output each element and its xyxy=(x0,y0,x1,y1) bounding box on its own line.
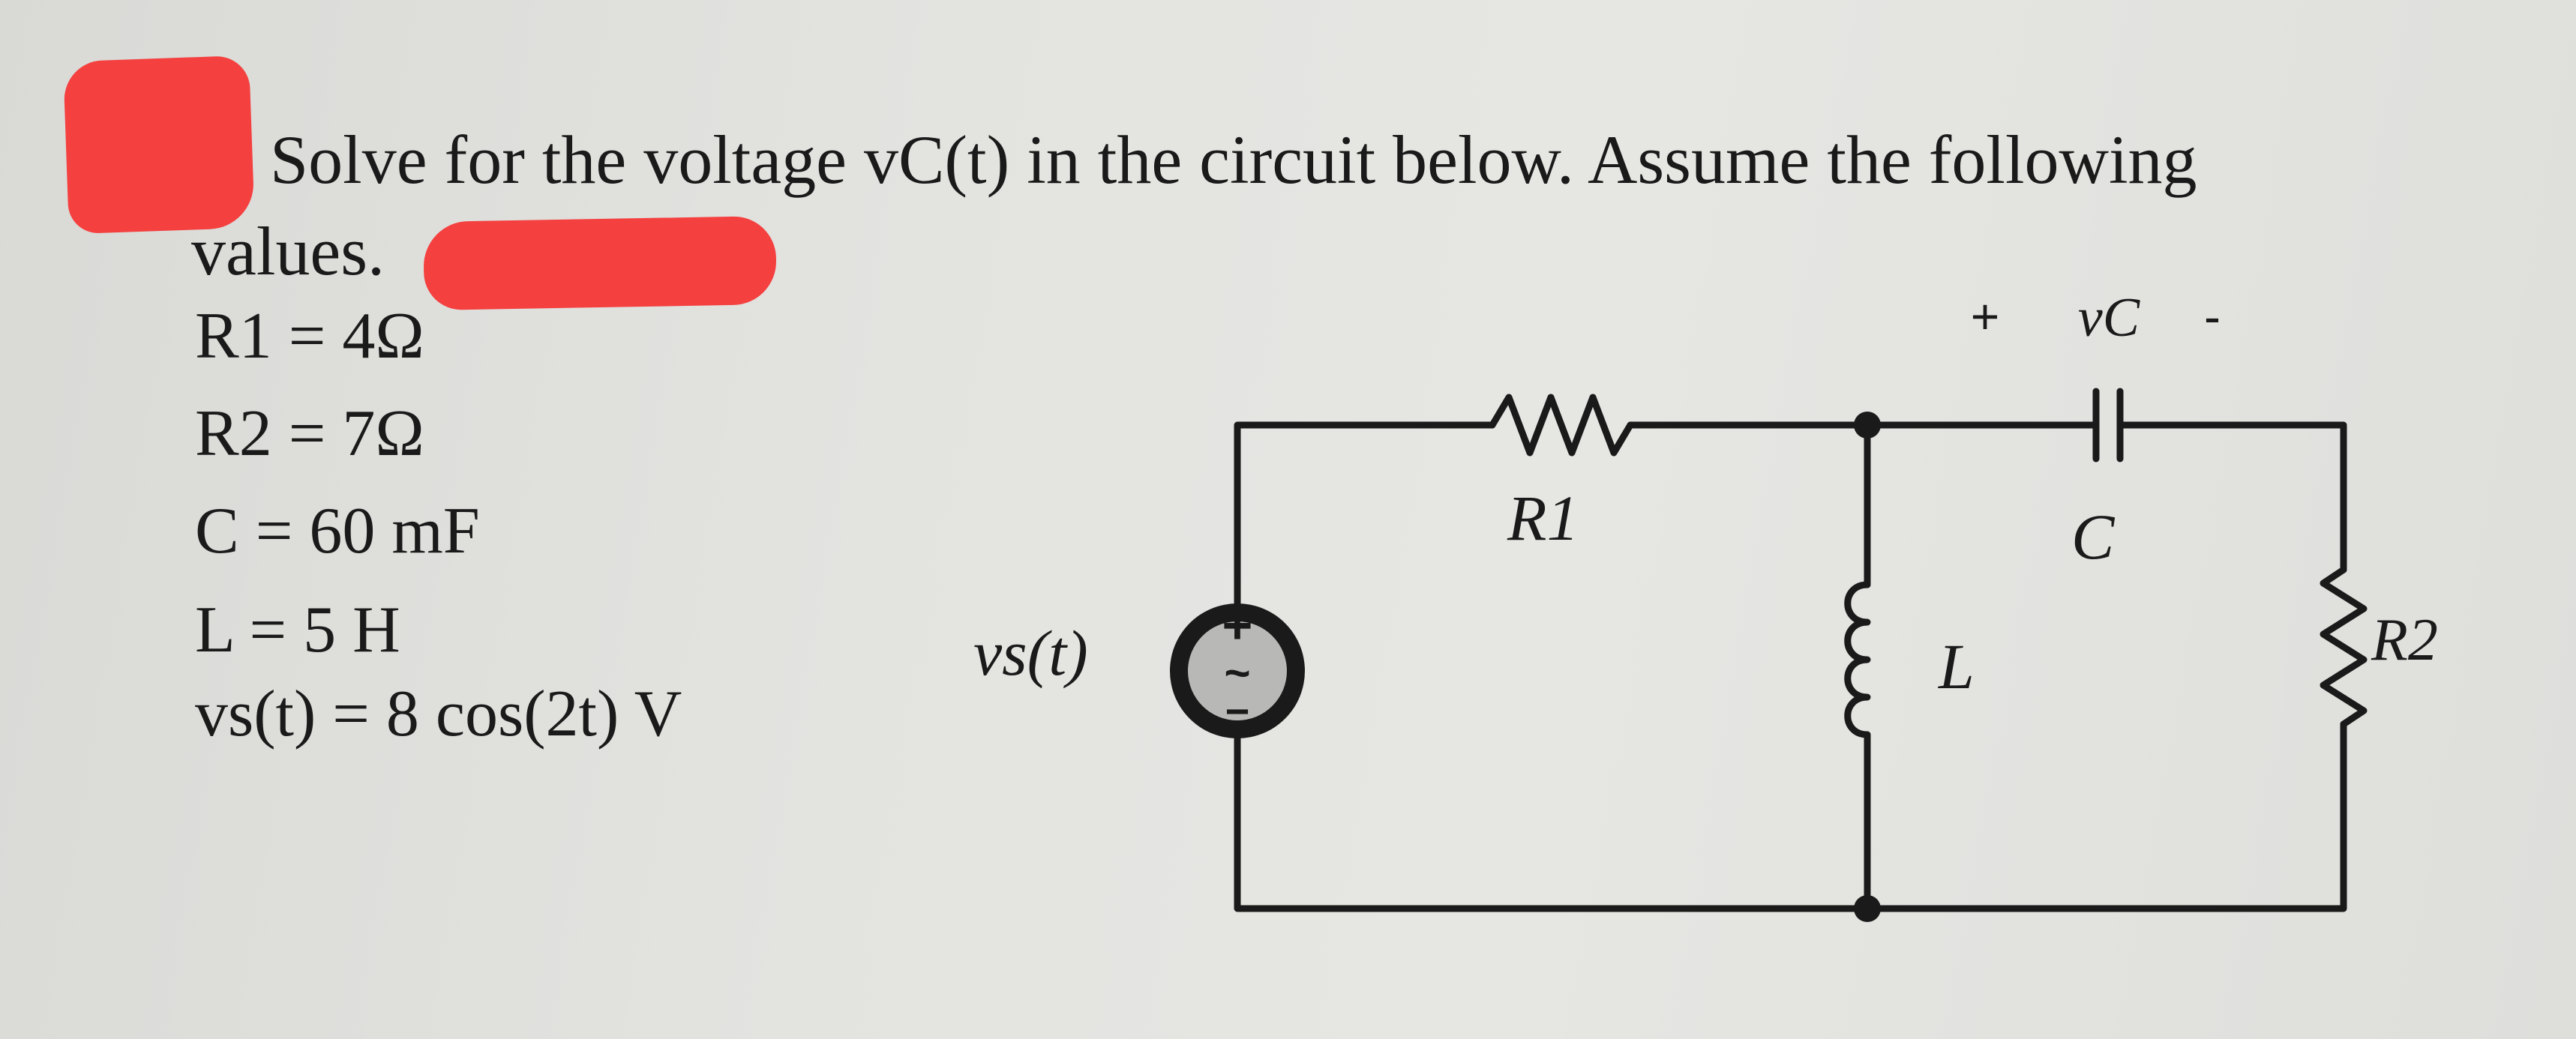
l-label: L xyxy=(1937,630,1975,702)
vc-plus-sign: + xyxy=(1971,289,2000,344)
source-tilde: ~ xyxy=(1224,648,1250,698)
voltage-source-icon xyxy=(1170,603,1305,738)
source-label: vs(t) xyxy=(973,617,1088,689)
node-dot-top xyxy=(1854,412,1881,439)
c-label: C xyxy=(2071,501,2116,573)
value-l: L = 5 H xyxy=(195,594,400,666)
vc-minus-sign: - xyxy=(2204,289,2221,344)
problem-statement-line-2: values. xyxy=(191,213,385,289)
value-r1: R1 = 4Ω xyxy=(195,300,424,373)
r1-label: R1 xyxy=(1507,482,1579,554)
problem-statement-line-1: Solve for the voltage vC(t) in the circu… xyxy=(270,121,2197,198)
value-vs: vs(t) = 8 cos(2t) V xyxy=(195,678,682,750)
wire-right-bottom xyxy=(1864,720,2347,912)
r1-resistor xyxy=(1489,394,1634,457)
r2-resistor xyxy=(2320,566,2368,728)
source-minus-sign: − xyxy=(1225,687,1250,735)
value-r2: R2 = 7Ω xyxy=(195,397,424,470)
inductor-coil xyxy=(1844,581,1871,738)
source-plus-sign: + xyxy=(1222,596,1253,654)
vc-label: vC xyxy=(2078,287,2141,349)
value-c: C = 60 mF xyxy=(195,495,480,567)
node-dot-bottom xyxy=(1854,895,1881,922)
wire-bottom xyxy=(1234,735,1871,912)
wire-left-top xyxy=(1234,421,1496,607)
r2-label: R2 xyxy=(2371,607,2438,673)
wire-top-right xyxy=(2116,421,2347,573)
